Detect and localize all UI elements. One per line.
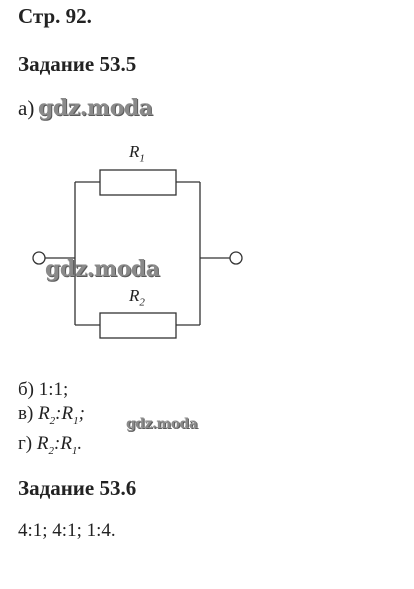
answer-b: б) 1:1; <box>18 379 69 400</box>
watermark: gdz.moda <box>38 95 153 121</box>
answer-g: г) R2:R1. <box>18 433 83 457</box>
answer-v: в) R2:R1; <box>18 403 85 427</box>
task-53-5-title: Задание 53.5 <box>18 52 137 76</box>
resistor-r2 <box>99 312 177 339</box>
left-terminal <box>32 251 46 265</box>
resistor-r1 <box>99 169 177 196</box>
watermark: gdz.moda <box>126 416 198 432</box>
r2-label: R2 <box>129 286 145 309</box>
part-a-label: а) <box>18 96 35 120</box>
task-53-6-answer: 4:1; 4:1; 1:4. <box>18 520 116 541</box>
task-53-6-title: Задание 53.6 <box>18 476 137 500</box>
watermark: gdz.moda <box>45 256 160 282</box>
r1-label: R1 <box>129 142 145 165</box>
page-header: Стр. 92. <box>18 4 92 28</box>
right-terminal <box>229 251 243 265</box>
